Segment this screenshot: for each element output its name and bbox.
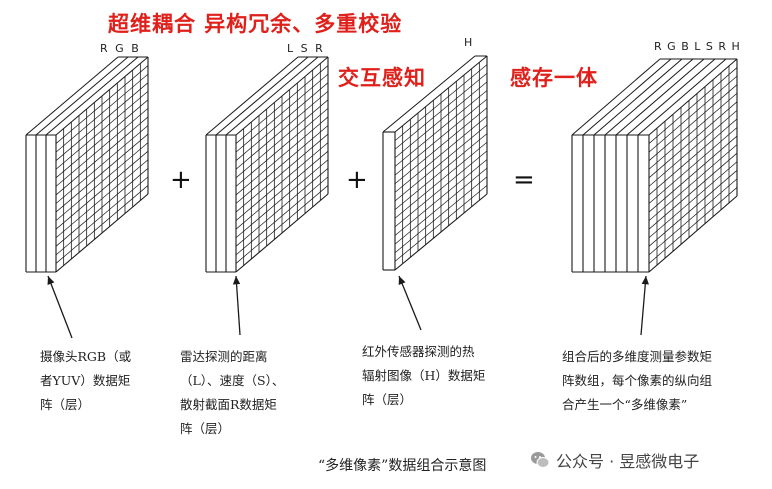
wechat-icon (531, 452, 550, 468)
channel-letter: B (681, 40, 690, 53)
description-line: 阵数组，每个像素的纵向组 (562, 373, 713, 388)
channel-label-lsr: L S R (287, 42, 325, 55)
layer-stack-lsr (205, 56, 329, 273)
description-line: 阵（层） (180, 421, 231, 436)
arrows (47, 275, 649, 339)
stacks (25, 55, 738, 273)
channel-letter: L (287, 42, 296, 55)
pointer-arrow-infrared (398, 275, 422, 331)
description-line: 摄像头RGB（或 (40, 349, 132, 364)
channel-letter: H (731, 40, 741, 53)
channel-letter: R (315, 42, 325, 55)
heading-coupling: 超维耦合 异构冗余、多重校验 (108, 11, 403, 36)
description-line: （L）、速度（S）、 (180, 373, 285, 388)
description-line: 阵（层） (40, 397, 91, 412)
pointer-arrow-fusion (640, 275, 649, 336)
description-line: 阵（层） (362, 392, 413, 407)
heading-interaction: 交互感知 (338, 65, 426, 90)
figure-caption: “多维像素”数据组合示意图 (318, 458, 487, 474)
layer-stack-h (382, 55, 488, 271)
channel-letter: S (300, 42, 310, 55)
channel-label-h: H (464, 36, 474, 49)
channel-letter: R (654, 40, 663, 53)
channel-letter: L (694, 40, 702, 53)
channel-letter: G (667, 40, 677, 53)
description-radar: 雷达探测的距离 （L）、速度（S）、 散射截面R数据矩 阵（层） (180, 345, 340, 441)
description-line: 雷达探测的距离 (180, 349, 268, 364)
channel-label-rgblsrh: R G B L S R H (654, 40, 741, 53)
description-camera: 摄像头RGB（或 者YUV）数据矩 阵（层） (40, 345, 170, 417)
pointer-arrow-camera (47, 275, 73, 339)
layer-stack-rgb (25, 56, 149, 273)
description-line: 者YUV）数据矩 (40, 373, 131, 388)
description-line: 组合后的多维度测量参数矩 (562, 349, 713, 364)
description-line: 散射截面R数据矩 (180, 397, 277, 412)
layer-stack-rgblsrh (571, 58, 738, 273)
description-fusion: 组合后的多维度测量参数矩 阵数组，每个像素的纵向组 合产生一个“多维像素” (562, 345, 747, 417)
description-line: 红外传感器探测的热 (362, 344, 475, 359)
channel-label-rgb: R G B (100, 42, 141, 55)
plus-operator-1: + (170, 165, 192, 195)
pointer-arrow-radar (232, 275, 241, 336)
channel-letter: R (718, 40, 728, 53)
channel-letter: R (100, 42, 110, 55)
description-infrared: 红外传感器探测的热 辐射图像（H）数据矩 阵（层） (362, 340, 537, 412)
watermark: 公众号 · 昱感微电子 (530, 448, 699, 472)
heading-fusion: 感存一体 (510, 65, 598, 90)
description-line: 辐射图像（H）数据矩 (362, 368, 486, 383)
description-line: 合产生一个“多维像素” (562, 397, 688, 412)
equals-operator: = (513, 165, 535, 195)
plus-operator-2: + (346, 165, 368, 195)
channel-letter: H (464, 36, 475, 49)
channel-letter: S (705, 40, 714, 53)
channel-letter: G (115, 42, 126, 55)
watermark-text: 公众号 · 昱感微电子 (556, 452, 700, 471)
channel-letter: B (131, 42, 141, 55)
